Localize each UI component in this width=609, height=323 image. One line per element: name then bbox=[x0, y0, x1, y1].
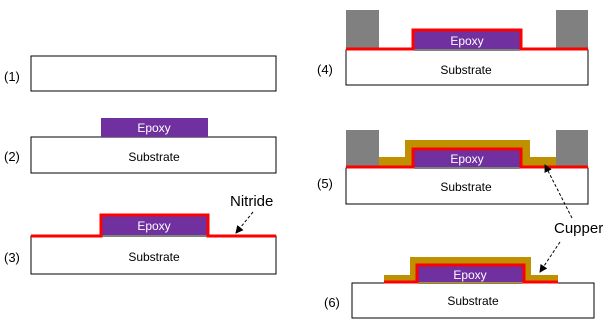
copper-annotation: Cupper bbox=[554, 220, 603, 237]
substrate bbox=[30, 136, 277, 174]
mask-left bbox=[346, 10, 379, 49]
substrate-label: Substrate bbox=[440, 180, 492, 194]
nitride-arrow bbox=[235, 211, 254, 234]
substrate-label: Substrate bbox=[440, 63, 492, 77]
epoxy-label: Epoxy bbox=[450, 34, 483, 48]
step-6: (6) Substrate Epoxy bbox=[324, 257, 595, 319]
epoxy-label: Epoxy bbox=[137, 219, 170, 233]
step-4-label: (4) bbox=[317, 62, 333, 77]
step-4: (4) Substrate Epoxy bbox=[317, 10, 589, 86]
epoxy-label: Epoxy bbox=[137, 121, 170, 135]
substrate-label: Substrate bbox=[128, 250, 180, 264]
copper-annotation-group: Cupper bbox=[539, 164, 603, 273]
epoxy-layer bbox=[414, 31, 520, 49]
step-3-label: (3) bbox=[4, 250, 20, 265]
step-2-label: (2) bbox=[4, 149, 20, 164]
substrate bbox=[351, 282, 595, 319]
step-5: (5) Substrate Epoxy bbox=[317, 130, 589, 205]
substrate bbox=[345, 49, 589, 86]
nitride-annotation: Nitride bbox=[230, 193, 273, 210]
nitride-layer bbox=[31, 213, 276, 238]
substrate bbox=[345, 167, 589, 205]
step-5-label: (5) bbox=[317, 176, 333, 191]
epoxy-layer bbox=[101, 118, 208, 137]
step-3: (3) Substrate Epoxy Nitride bbox=[4, 193, 277, 275]
step-1: (1) bbox=[4, 55, 277, 92]
epoxy-layer bbox=[418, 266, 523, 282]
epoxy-layer bbox=[101, 216, 208, 235]
nitride-layer bbox=[384, 263, 558, 284]
mask-left bbox=[346, 130, 379, 167]
step-6-label: (6) bbox=[324, 295, 340, 310]
substrate bbox=[30, 55, 277, 92]
substrate-label: Substrate bbox=[128, 150, 180, 164]
epoxy-label: Epoxy bbox=[453, 268, 486, 282]
epoxy-layer bbox=[414, 150, 520, 167]
nitride-layer bbox=[346, 147, 588, 169]
copper-arrow-down bbox=[539, 241, 561, 273]
substrate-label: Substrate bbox=[447, 294, 499, 308]
mask-right bbox=[556, 10, 588, 49]
step-2: (2) Substrate Epoxy bbox=[4, 118, 277, 174]
step-1-label: (1) bbox=[4, 69, 20, 84]
nitride-layer bbox=[346, 28, 588, 51]
substrate bbox=[30, 235, 277, 275]
mask-right bbox=[556, 130, 588, 167]
epoxy-label: Epoxy bbox=[450, 152, 483, 166]
